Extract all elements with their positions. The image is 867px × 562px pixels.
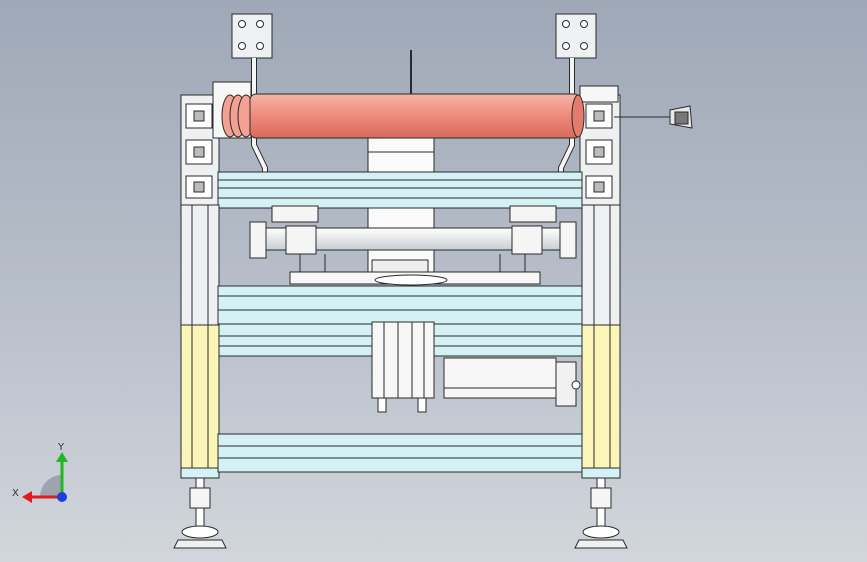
right-leg-lower	[581, 324, 621, 479]
left-leveling-foot	[173, 477, 227, 549]
drive-shaft-assembly	[249, 205, 577, 286]
z-axis-dot	[57, 492, 67, 502]
roller-left-bearing	[221, 94, 255, 138]
linear-actuator	[443, 357, 581, 407]
y-axis-arrow	[56, 452, 68, 462]
lower-frame-beam	[217, 433, 583, 473]
right-leveling-foot	[574, 477, 628, 549]
x-axis-arrow	[22, 491, 32, 503]
coordinate-triad[interactable]: X Y	[10, 440, 80, 510]
motor-housing	[367, 137, 435, 175]
x-axis-label: X	[12, 488, 19, 499]
red-roller[interactable]	[249, 93, 585, 139]
triad-plane-shading	[40, 475, 62, 497]
upper-frame-beam	[217, 171, 583, 209]
sensor-cable	[614, 105, 693, 129]
right-leg-upper	[581, 204, 621, 326]
left-leg-lower	[180, 324, 220, 479]
right-extrusion-post	[579, 85, 621, 206]
left-leg-upper	[180, 204, 220, 326]
lower-cylinder	[371, 321, 435, 413]
machine-assembly[interactable]	[173, 13, 693, 549]
y-axis-label: Y	[57, 442, 65, 453]
